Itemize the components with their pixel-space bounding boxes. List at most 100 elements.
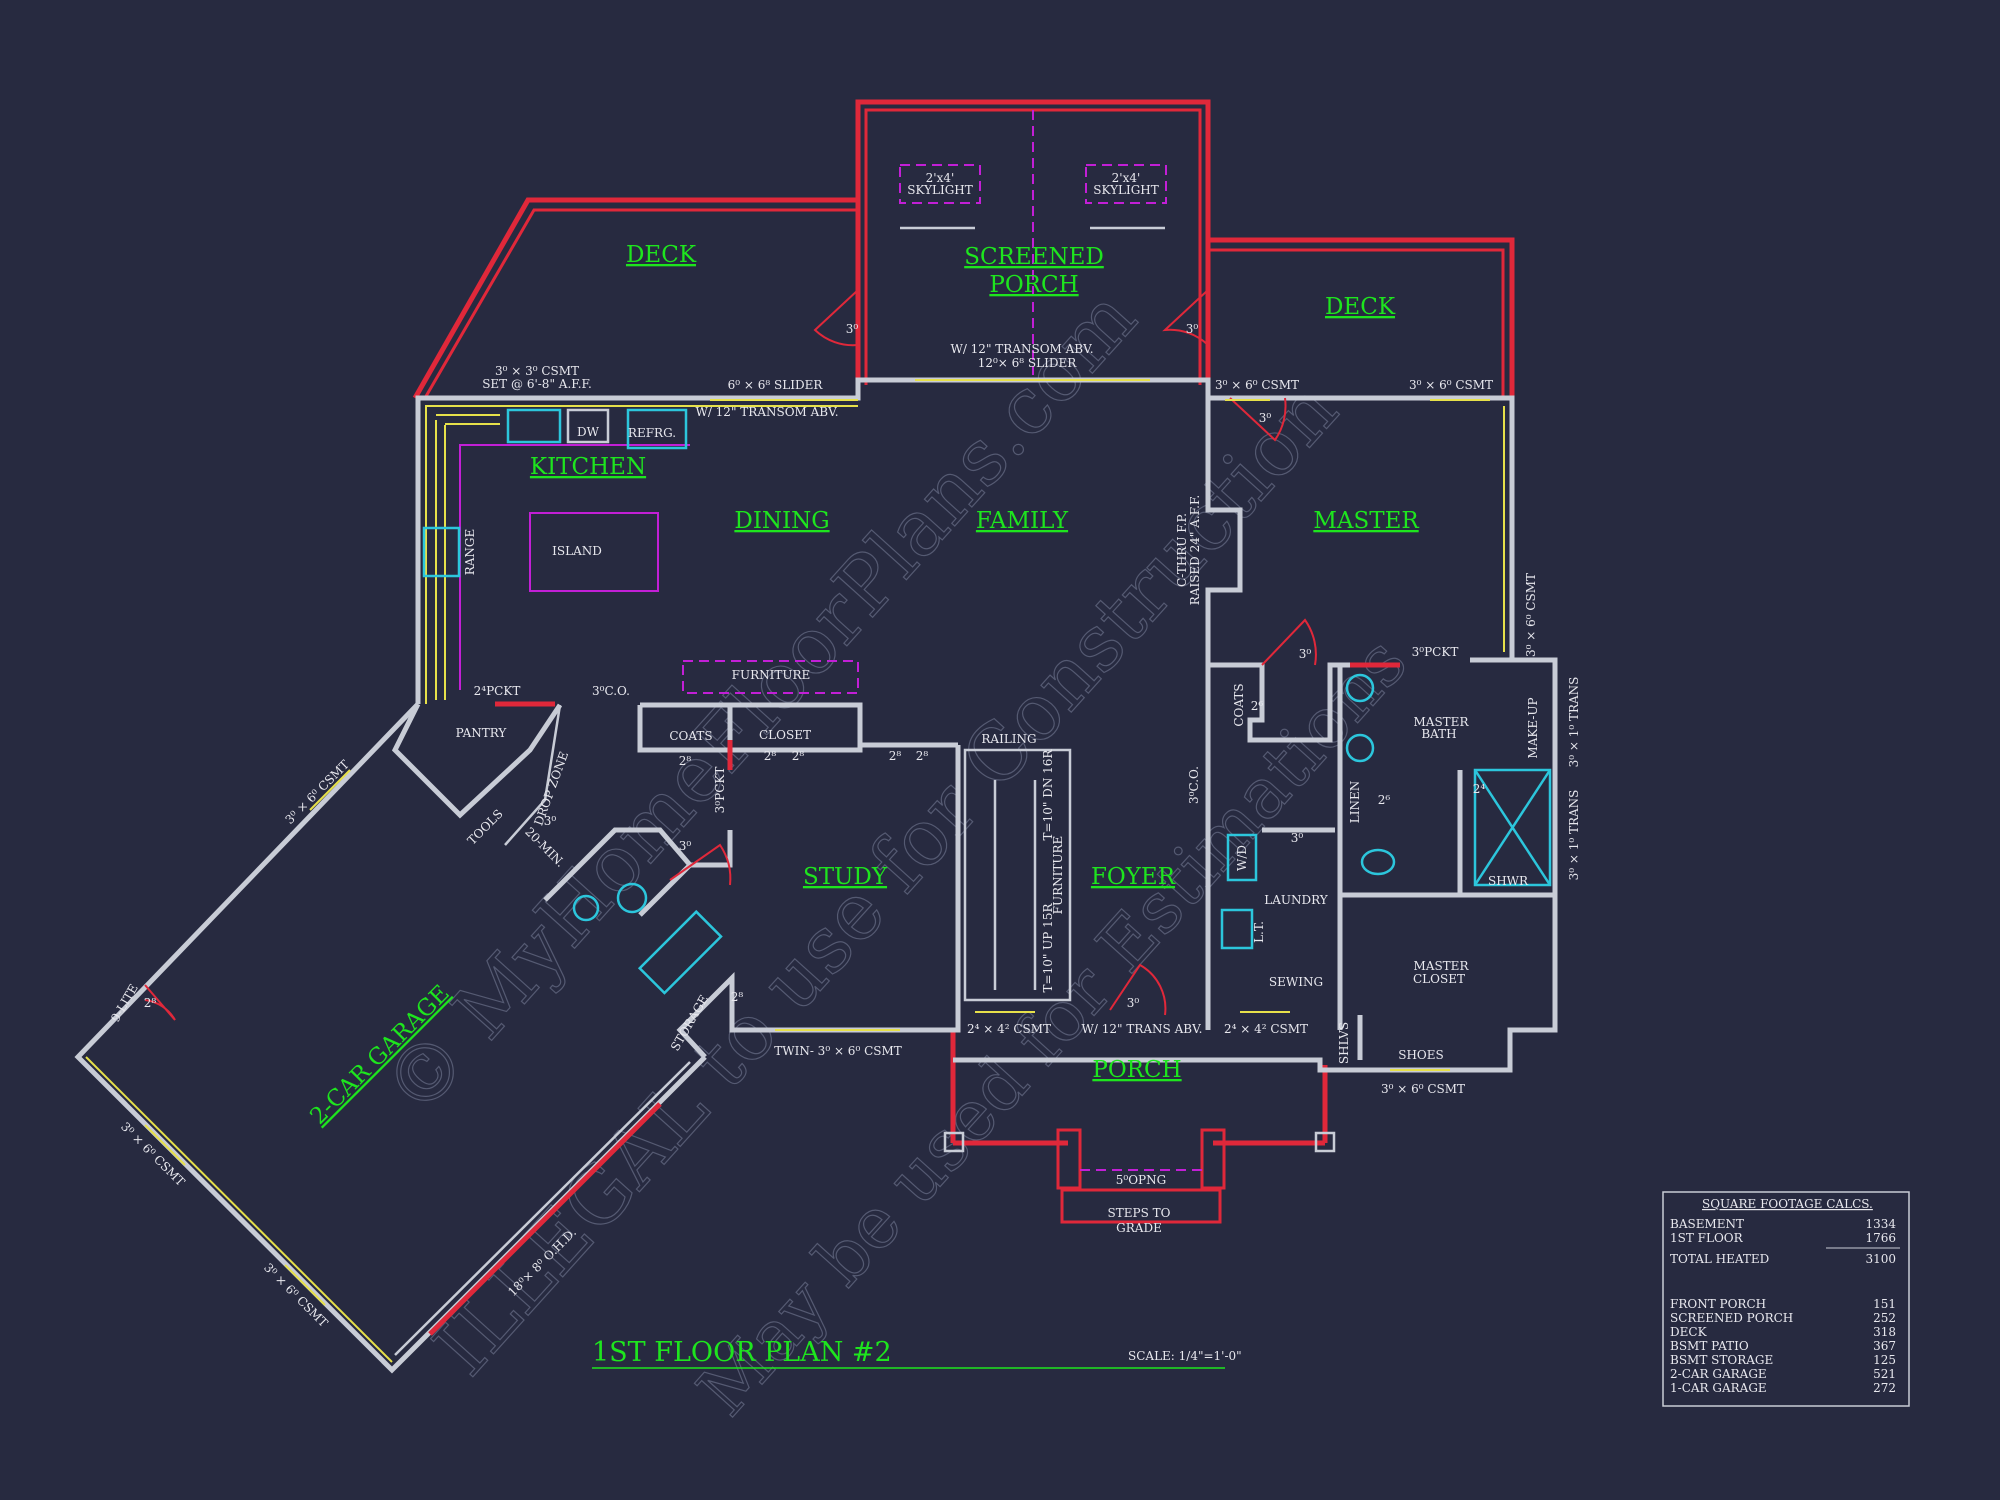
door-size-1: 3⁰ <box>846 322 859 336</box>
note-csmt-master-side: 3⁰ × 6⁰ CSMT <box>1524 573 1538 657</box>
sq-bsmt-patio-label: BSMT PATIO <box>1670 1339 1749 1353</box>
note-csmt-3x3: 3⁰ × 3⁰ CSMT <box>495 364 579 378</box>
label-family: FAMILY <box>976 508 1069 534</box>
note-skylight-size-left: 2'x4' <box>926 171 955 185</box>
note-csmt-master-bottom: 3⁰ × 6⁰ CSMT <box>1381 1082 1465 1096</box>
pantry-wall <box>391 702 563 819</box>
note-steps-2: GRADE <box>1116 1221 1162 1235</box>
note-shlvs: SHLVS <box>1337 1022 1351 1064</box>
sq-screened-porch-label: SCREENED PORCH <box>1670 1311 1793 1325</box>
master-sink-1 <box>1345 673 1375 703</box>
note-shoes: SHOES <box>1398 1048 1444 1062</box>
label-porch: PORCH <box>1092 1057 1181 1083</box>
note-tools: TOOLS <box>465 807 506 848</box>
front-wall-left <box>676 745 961 1059</box>
sq-screened-porch-value: 252 <box>1873 1311 1896 1325</box>
sq-1car-garage-value: 272 <box>1873 1381 1896 1395</box>
stair-box <box>963 748 1072 1002</box>
note-furniture: FURNITURE <box>732 668 811 682</box>
label-foyer: FOYER <box>1091 864 1176 890</box>
note-island: ISLAND <box>552 544 602 558</box>
sq-1st-floor-label: 1ST FLOOR <box>1670 1231 1744 1245</box>
note-nine-lite: 9-LITE <box>108 982 141 1025</box>
title-block: 1ST FLOOR PLAN #2 SCALE: 1/4"=1'-0" <box>592 1337 1242 1369</box>
label-study: STUDY <box>803 864 888 890</box>
door-size-13: 2⁸ <box>916 749 929 763</box>
door-front <box>1109 963 1167 1016</box>
note-slider-rear: 6⁰ × 6⁸ SLIDER <box>728 378 824 392</box>
sq-bsmt-storage-value: 125 <box>1873 1353 1896 1367</box>
kitchen-fixtures <box>422 408 859 700</box>
furniture-outline <box>682 660 859 694</box>
sq-heading: SQUARE FOOTAGE CALCS. <box>1702 1197 1873 1211</box>
note-20-min: 20-MIN. <box>522 825 567 870</box>
door-size-12: 2⁸ <box>889 749 902 763</box>
screened-porch-outline <box>855 99 1211 385</box>
bath-wall <box>543 827 733 902</box>
door-size-5: 3⁰ <box>679 839 692 853</box>
door-size-3: 3⁰ <box>1259 411 1272 425</box>
label-master: MASTER <box>1313 508 1419 534</box>
door-size-9: 2⁸ <box>679 754 692 768</box>
label-dining: DINING <box>734 508 829 534</box>
kitchen-sink <box>506 408 562 444</box>
note-opng: 5⁰OPNG <box>1116 1173 1166 1187</box>
note-sewing: SEWING <box>1269 975 1323 989</box>
note-shwr: SHWR <box>1488 874 1529 888</box>
porch-column-2 <box>1314 1131 1336 1153</box>
island <box>529 512 659 592</box>
garage-door <box>428 1102 662 1336</box>
front-porch <box>943 1030 1336 1224</box>
note-skylight-size-right: 2'x4' <box>1112 171 1141 185</box>
plan-scale: SCALE: 1/4"=1'-0" <box>1128 1349 1242 1363</box>
note-slider-porch: 12⁰× 6⁸ SLIDER <box>978 356 1078 370</box>
watermark: © MyHomeFloorPlans.com ILLEGAL to use fo… <box>367 272 1424 1431</box>
door-size-4: 3⁰ <box>1299 647 1312 661</box>
sq-front-porch-value: 151 <box>1873 1297 1896 1311</box>
square-footage-table: SQUARE FOOTAGE CALCS. BASEMENT 1334 1ST … <box>1662 1191 1910 1407</box>
note-co: 3⁰C.O. <box>592 684 630 698</box>
note-trans-2: 3⁰ × 1⁰ TRANS <box>1567 790 1581 881</box>
sq-bsmt-storage-label: BSMT STORAGE <box>1670 1353 1773 1367</box>
sq-1st-floor-value: 1766 <box>1865 1231 1896 1245</box>
note-pantry: PANTRY <box>456 726 508 740</box>
note-dw: DW <box>577 425 600 439</box>
note-pckt-kitchen: 2⁴PCKT <box>474 684 521 698</box>
note-fireplace-1: C-THRU F.P. <box>1175 513 1189 587</box>
door-garage <box>144 984 176 1021</box>
note-csmt-foyer-right: 2⁴ × 4² CSMT <box>1224 1022 1308 1036</box>
sq-total-value: 3100 <box>1865 1252 1896 1266</box>
note-skylight-right: SKYLIGHT <box>1093 183 1159 197</box>
note-stair-up: T=10" UP 15R <box>1041 903 1055 993</box>
door-master-deck <box>1229 397 1287 442</box>
kitchen-counter <box>459 444 690 690</box>
exterior-decks <box>412 99 1515 400</box>
porch-steps <box>1060 1188 1222 1224</box>
note-wd: W/D <box>1235 845 1249 871</box>
note-master-bath-1: MASTER <box>1414 715 1470 729</box>
note-master-bath-2: BATH <box>1421 727 1456 741</box>
note-co-v: 3⁰C.O. <box>1187 766 1201 804</box>
sq-deck-value: 318 <box>1873 1325 1896 1339</box>
door-size-7: 3⁰ <box>1127 996 1140 1010</box>
window-garage-2 <box>144 1124 186 1166</box>
sq-2car-garage-value: 521 <box>1873 1367 1896 1381</box>
door-size-17: 2⁶ <box>1378 793 1391 807</box>
door-size-2: 3⁰ <box>1186 322 1199 336</box>
door-study <box>669 843 732 886</box>
note-closet: CLOSET <box>759 728 811 742</box>
dishwasher <box>566 408 610 444</box>
coats-closet-wall <box>637 705 863 753</box>
tub-study-bath <box>637 909 723 995</box>
label-deck-left: DECK <box>626 242 697 268</box>
bath-separator <box>638 863 692 917</box>
bath-fixtures <box>572 673 1552 995</box>
sink-study-bath <box>616 882 648 914</box>
note-trans-foyer: W/ 12" TRANS ABV. <box>1082 1022 1203 1036</box>
deck-left-inner <box>423 208 858 399</box>
deck-right-outline <box>1208 237 1515 398</box>
sq-total-label: TOTAL HEATED <box>1670 1252 1769 1266</box>
sq-front-porch-label: FRONT PORCH <box>1670 1297 1766 1311</box>
note-pckt-study: 3⁰PCKT <box>713 767 727 814</box>
door-size-10: 2⁸ <box>764 749 777 763</box>
